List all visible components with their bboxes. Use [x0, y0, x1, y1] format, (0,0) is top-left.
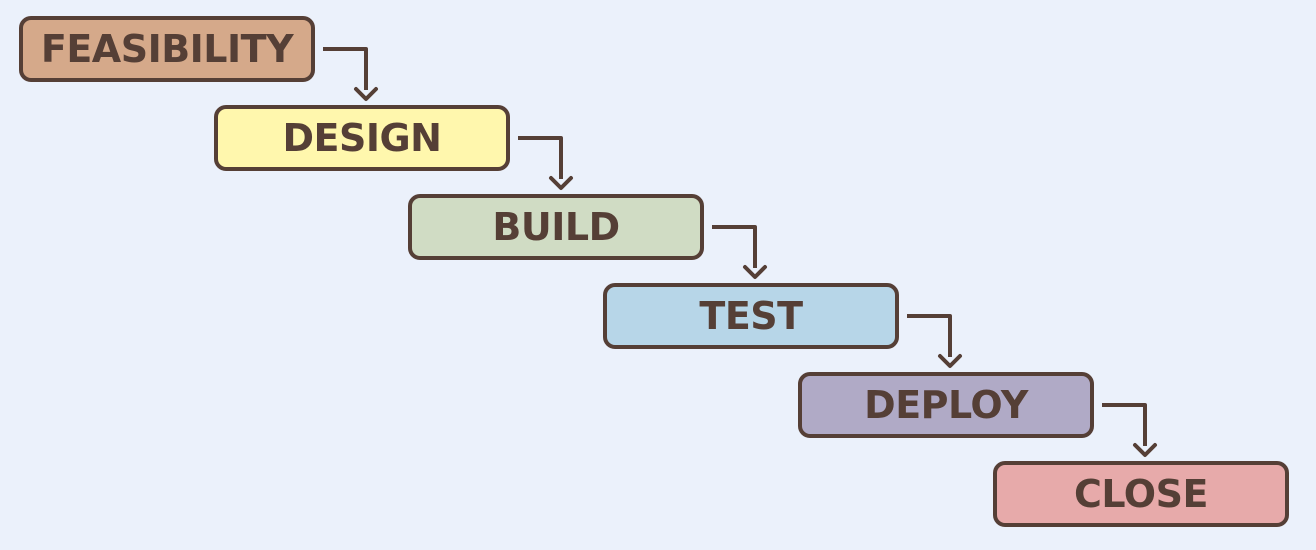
step-close: CLOSE: [993, 461, 1289, 527]
connector-arrow-build-test: [712, 225, 757, 268]
step-label: BUILD: [492, 205, 620, 249]
step-label: DEPLOY: [864, 383, 1028, 427]
step-label: DESIGN: [282, 116, 442, 160]
connector-arrow-deploy-close: [1102, 403, 1147, 446]
step-design: DESIGN: [214, 105, 510, 171]
step-test: TEST: [603, 283, 899, 349]
arrowhead-icon: [938, 354, 962, 368]
step-feasibility: FEASIBILITY: [19, 16, 315, 82]
step-build: BUILD: [408, 194, 704, 260]
arrowhead-icon: [549, 176, 573, 190]
arrowhead-icon: [743, 265, 767, 279]
step-label: CLOSE: [1074, 472, 1208, 516]
arrowhead-icon: [1133, 443, 1157, 457]
step-deploy: DEPLOY: [798, 372, 1094, 438]
arrowhead-icon: [354, 87, 378, 101]
connector-arrow-feasibility-design: [323, 47, 368, 90]
connector-arrow-design-build: [518, 136, 563, 179]
connector-arrow-test-deploy: [907, 314, 952, 357]
step-label: TEST: [699, 294, 803, 338]
step-label: FEASIBILITY: [40, 27, 294, 71]
